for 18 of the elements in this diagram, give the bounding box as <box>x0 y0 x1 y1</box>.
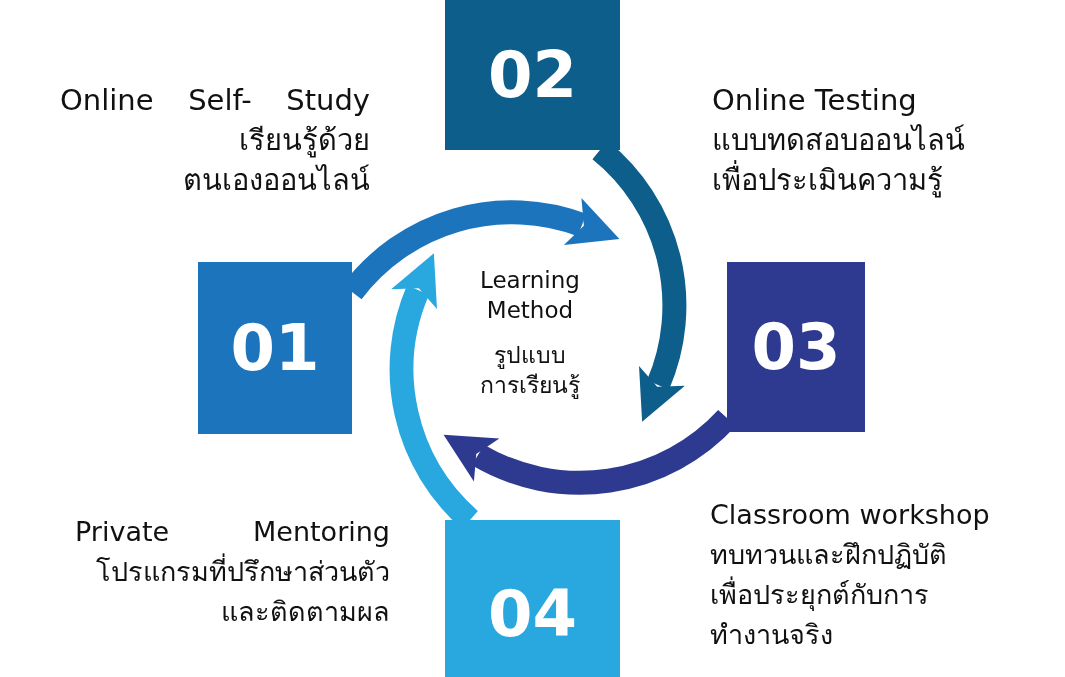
step-title: Classroom workshop <box>710 498 990 532</box>
step-title: Online Testing <box>712 82 917 119</box>
number-box <box>727 262 865 432</box>
step-description: โปรแกรมที่ปรึกษาส่วนตัวและติดตามผล <box>75 552 390 632</box>
step-title: Online Self- Study <box>60 82 370 119</box>
step-number: 02 <box>487 38 578 112</box>
step-description: แบบทดสอบออนไลน์เพื่อประเมินความรู้ <box>712 122 966 200</box>
step-title: Private Mentoring <box>75 515 390 549</box>
step-description: ทบทวนและฝึกปฏิบัติเพื่อประยุกต์กับการทำงานจริง <box>710 538 948 652</box>
number-box <box>445 0 620 150</box>
center-title: รูปแบบการเรียนรู้ <box>480 341 580 400</box>
step-number: 04 <box>487 576 578 651</box>
step-description: เรียนรู้ด้วยตนเองออนไลน์ <box>182 122 370 199</box>
step-number: 01 <box>230 311 320 385</box>
step-number: 03 <box>751 310 841 384</box>
center-title: Learning Method <box>479 266 581 325</box>
number-box <box>198 262 352 434</box>
number-box <box>445 520 620 677</box>
